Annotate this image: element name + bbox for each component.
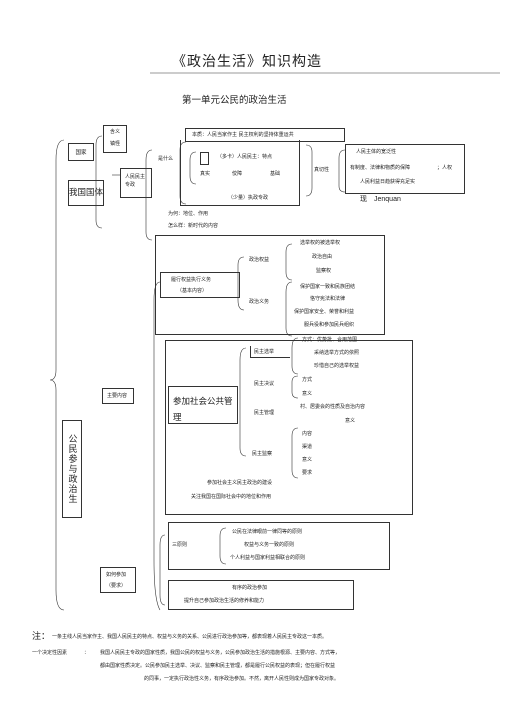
label-minzhu-juece: 民主决议: [254, 381, 275, 387]
note-line-4: 的同事，一定执行政治性义务，有序政治参加。不然，离开人民性则成为国家专政对象。: [144, 676, 340, 682]
main-brace: [153, 281, 161, 611]
label-jiaozhang: 佼障: [232, 171, 243, 177]
label-jichu: 基础: [270, 171, 281, 177]
label-fucong: 服兵役和参加民兵组织: [304, 322, 355, 328]
label-shishenme: 是什么: [158, 156, 174, 162]
label-zhengzhi-yiwu: 政治义务: [249, 299, 270, 305]
node-guojia: 国家: [68, 143, 94, 161]
root-brace: [49, 139, 65, 611]
label-anquan: 保护国家安全、荣誉和利益: [294, 309, 355, 315]
label-ruhe: 如何参加: [106, 572, 127, 578]
box-canjia: 参加社会公共管理: [168, 386, 238, 424]
box-youxu: [168, 580, 354, 610]
box-section-rights: [155, 235, 385, 335]
label-canjia: 参加社会公共管理: [173, 397, 233, 424]
label-liyi: 人民利益日趋获得充足实: [360, 179, 416, 185]
page-title: 《政治生活》知识构造: [172, 54, 322, 70]
note-line-3: 都由国家性质决定。公民参加民主选举、决议、监察和民主管理，都是履行公民权益的表现…: [100, 663, 336, 669]
label-yiyi: 意义: [302, 391, 313, 397]
label-zhenxi: 珍惜自己的选举权益: [314, 363, 360, 369]
guojia-brace: [95, 135, 103, 229]
label-tisheng: 提升自己参加政治生活的修养和能力: [184, 598, 265, 604]
label-minzhu-jiandu: 民主监察: [252, 451, 273, 457]
label-san-yuanze: 三原则: [172, 542, 188, 548]
label-jiben: （基本内容）: [177, 288, 208, 294]
label-xian: 现: [360, 195, 367, 203]
label-duoshu: （多卡）人民民主：特点: [217, 154, 273, 160]
label-yaoqiu2: （要求）: [106, 583, 127, 589]
label-zhenshixing: 真切性: [314, 167, 330, 173]
box-ruhe: 如何参加 （要求）: [100, 567, 136, 593]
label-quanli-yiwu: 权益与义务一致的原则: [244, 542, 295, 548]
label-caina: 采纳选举方式的依照: [314, 350, 360, 356]
label-baohu: 保护国家一致和民族团结: [300, 284, 356, 290]
label-youxu: 有序的政治参加: [232, 585, 268, 591]
label-fangshi: 方式：优势批、合用范围: [302, 337, 358, 343]
label-zhuyao-neirong: 主要内容: [107, 393, 128, 399]
label-cun: 村、居委会的性质及自治内容: [300, 404, 366, 410]
note-label: 注：: [32, 632, 51, 642]
label-zenme: 怎么样：新时代的内容: [168, 223, 219, 229]
label-lvxing: 履行权益执行义务: [171, 277, 212, 283]
label-renquan2: Jenquan: [374, 196, 401, 203]
box-yuanze: [168, 522, 390, 570]
small-box: [200, 152, 209, 165]
box-section-canjia: [165, 340, 413, 515]
node-woguo-guoti: 我国国体: [68, 180, 104, 206]
label-pingdeng: 公民在法律眼前一律同等的原则: [232, 529, 303, 535]
label-canjia-jianshe: 参加社会主义民主政治的建设: [207, 480, 273, 486]
label-zunshou: 恪守宪法和法律: [310, 296, 346, 302]
label-yiyi2: 意义: [345, 418, 356, 424]
label-zhuti: 人民主体的宽泛性: [356, 149, 397, 155]
label-jiandu: 监察权: [316, 268, 332, 274]
root-node: 公民参与政治生: [62, 420, 82, 518]
box-tedian: [345, 144, 465, 194]
label-guanzhu: 关注我国在国际社会中的地位和作用: [191, 494, 272, 500]
box-zhuyao: 主要内容: [102, 388, 134, 404]
label-yaoqiu: 要求: [302, 470, 313, 476]
box-lvxing: 履行权益执行义务 （基本内容）: [160, 272, 240, 298]
label-xuanju: 选举权的被选举权: [300, 240, 341, 246]
zhuanzheng-brace: [145, 149, 153, 241]
label-geren: 个人利益与国家利益相联合的原则: [230, 555, 306, 561]
box-benzhi: [185, 128, 345, 142]
box-hanyi: 含义 镇怪: [103, 125, 127, 153]
note-line-2-prefix: 一个决定性因素: [32, 650, 68, 656]
label-zhengzhi-ziyou: 政治自由: [312, 254, 333, 260]
label-zhengzhi-quanli: 政治权益: [249, 257, 270, 263]
label-yiyi3: 意义: [302, 457, 313, 463]
note-line-1: 一条主线人民当家作主、我国人民民主的特点、权益与义务的关系、公民进行政治参加等，…: [52, 634, 328, 640]
label-weihe: 为何：地位、作用: [168, 211, 209, 217]
label-leixing: 镇怪: [110, 141, 121, 147]
label-minzhu-guanli: 民主管理: [254, 410, 275, 416]
label-youzhidu: 有制度、法律和物质的保障: [350, 165, 411, 171]
label-hanyi: 含义: [110, 129, 121, 135]
label-zhuanzheng: 人民民主专政: [125, 174, 146, 188]
label-minzhu-xuanju: 民主选举: [254, 349, 275, 355]
label-fangshi2: 方式: [302, 377, 313, 383]
label-shaoshu: （少量）执政专政: [228, 195, 269, 201]
label-benzhi: 本质：人民当家作主 民主权利的坚持体重运共: [192, 132, 294, 138]
unit-title: 第一单元公民的政治生活: [182, 95, 287, 106]
box-tezheng: [180, 140, 300, 206]
label-renquan1: ；人权: [437, 165, 453, 171]
note-line-2: 我国人民民主专政的国家性质，我国公民的权益与义务，公民参加政治生活的措施根源、主…: [100, 650, 341, 656]
label-neirong: 内容: [302, 431, 313, 437]
box-zhuanzheng: 人民民主专政: [120, 168, 152, 198]
note-line-2-colon: ：: [84, 650, 90, 656]
label-zhenshi: 真实: [200, 171, 211, 177]
label-qudao: 渠道: [302, 444, 313, 450]
